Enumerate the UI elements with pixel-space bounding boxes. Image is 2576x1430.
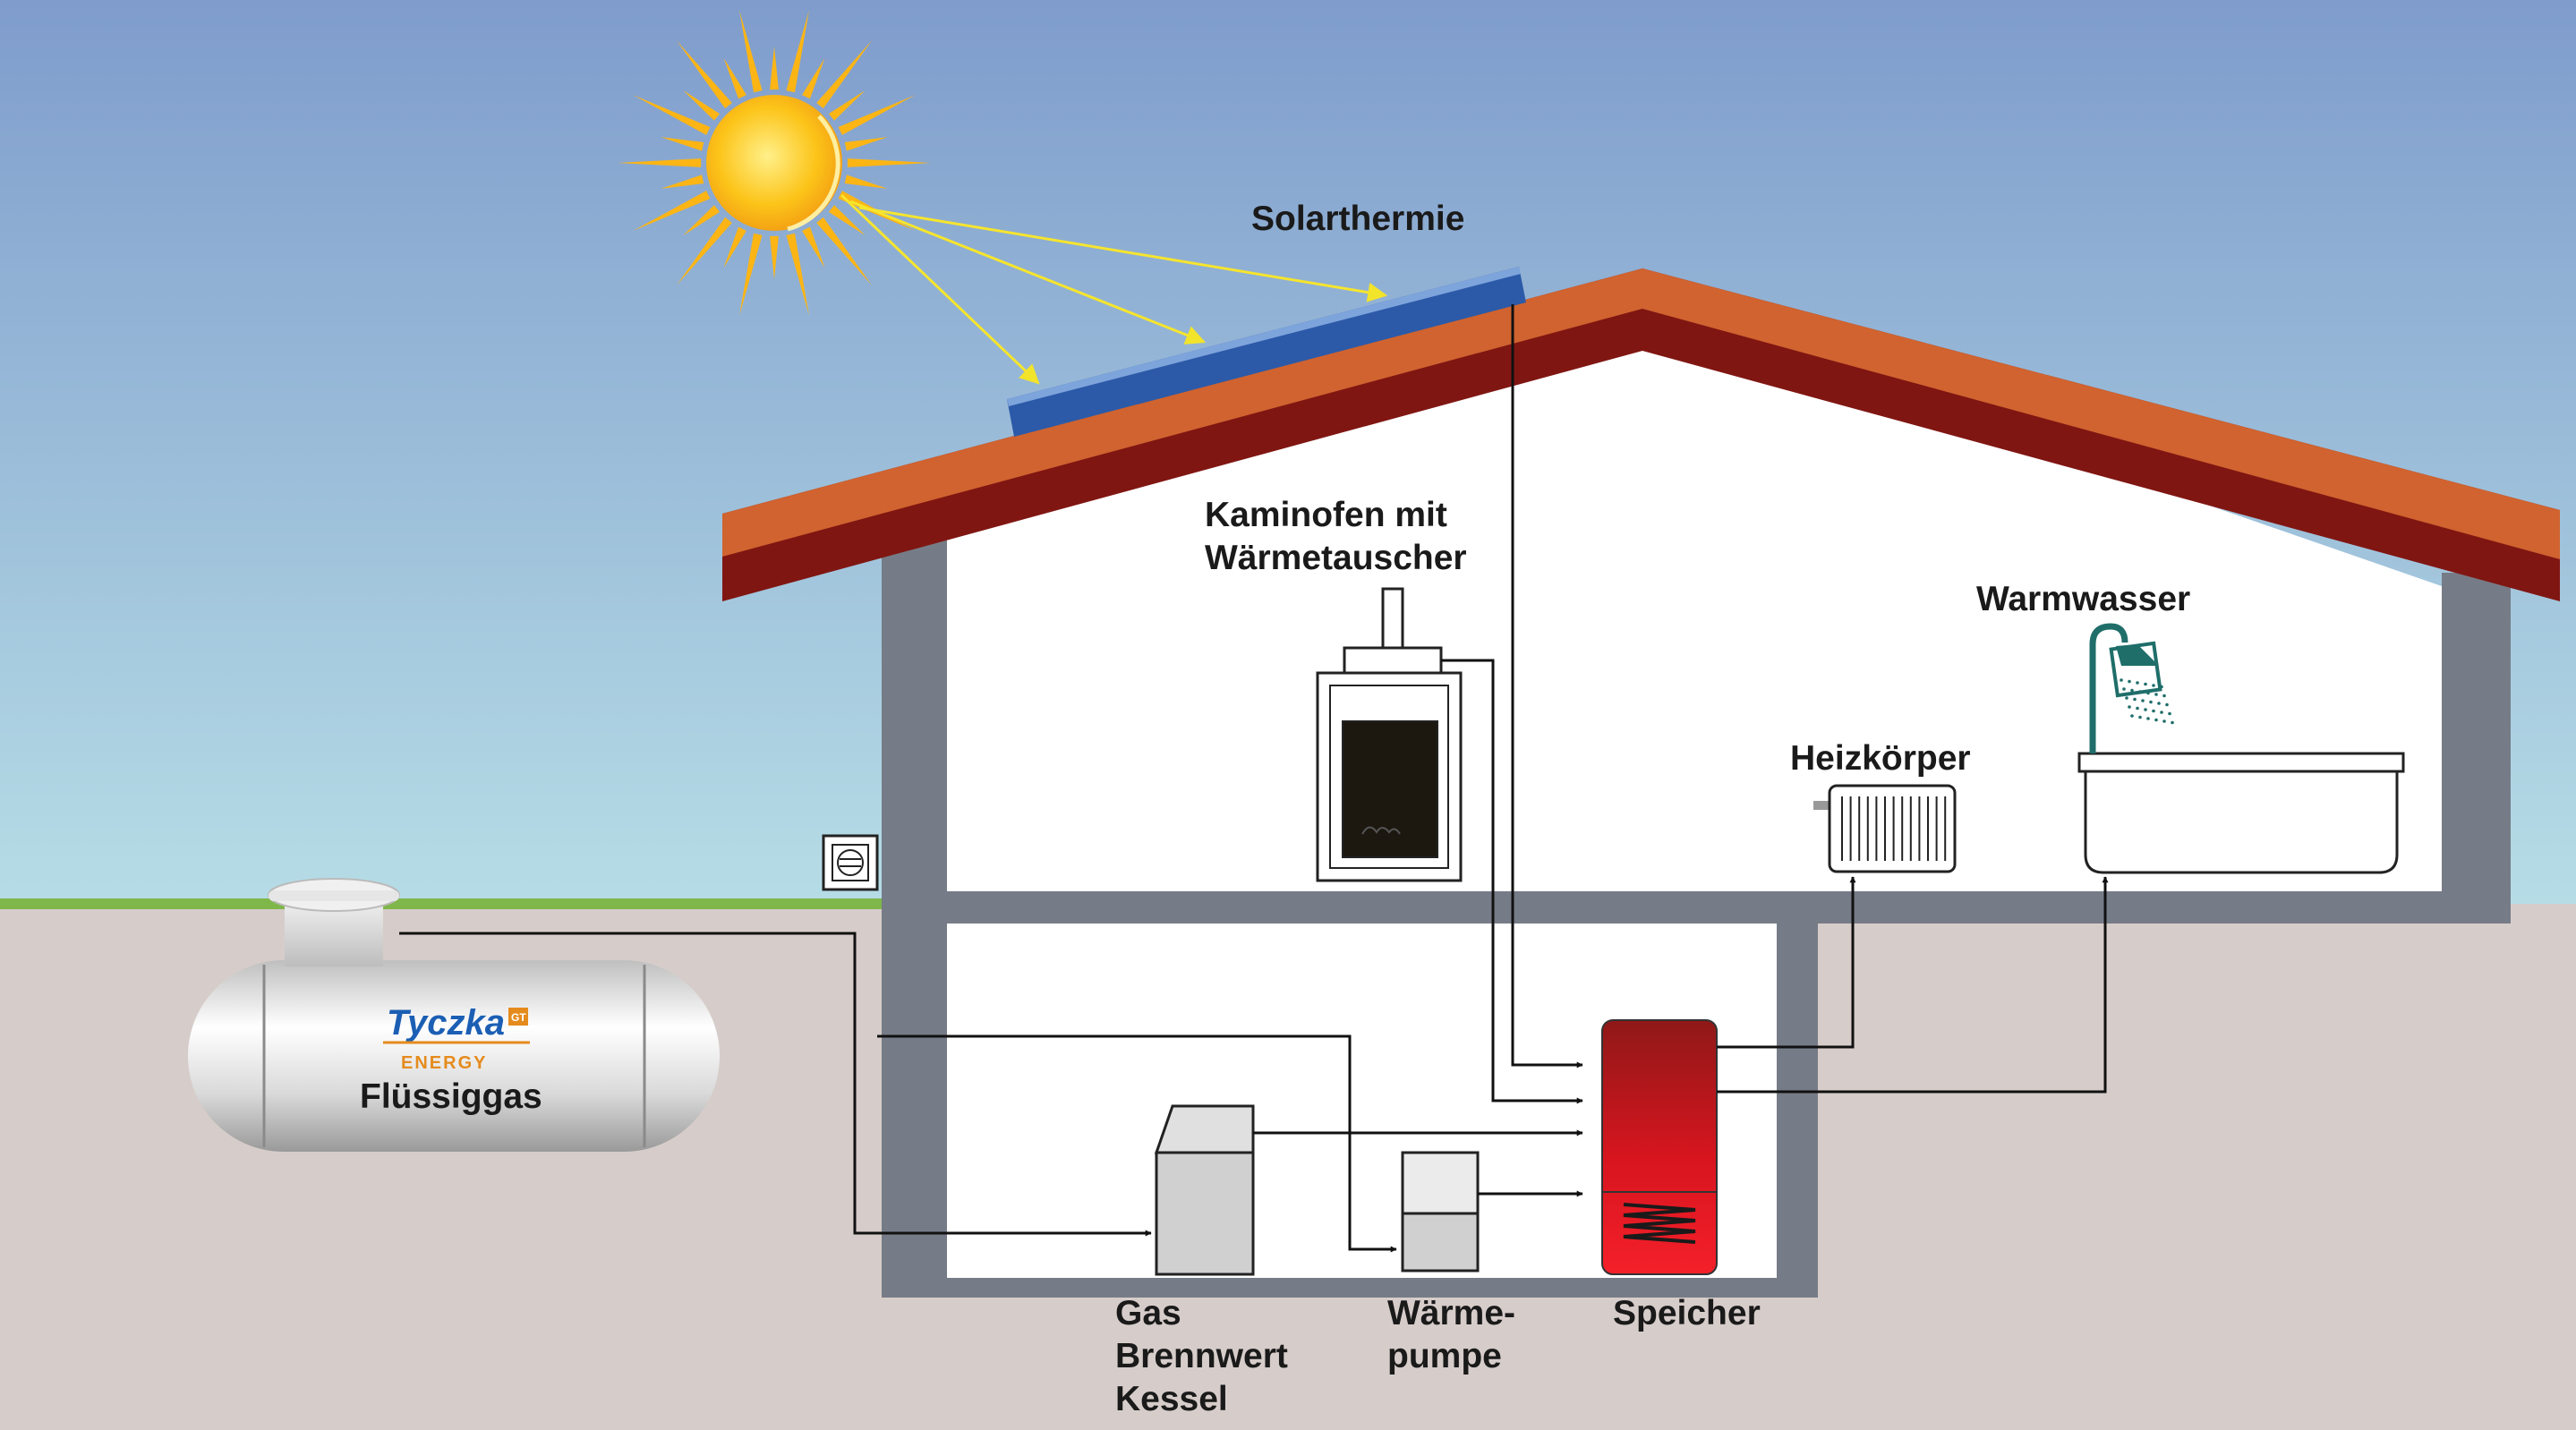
svg-text:GT: GT (511, 1011, 526, 1024)
fireplace-stove (1316, 587, 1463, 882)
label-storage: Speicher (1613, 1294, 1761, 1332)
labels: Solarthermie Kaminofen mit Wärmetauscher… (360, 200, 2190, 1418)
shower-head-icon (2089, 623, 2174, 753)
svg-text:ENERGY: ENERGY (401, 1053, 487, 1073)
label-stove-2: Wärmetauscher (1205, 539, 1467, 577)
tyczka-logo: Tyczka GT ENERGY (383, 1003, 530, 1073)
lpg-tank (188, 878, 720, 1152)
bathtub (2077, 752, 2405, 874)
storage-tank (1601, 1019, 1718, 1275)
gas-boiler (1154, 1104, 1255, 1276)
sun (618, 10, 931, 316)
label-radiator: Heizkörper (1790, 739, 1971, 778)
sun-beams (840, 193, 1388, 385)
label-heat-pump-1: Wärme- (1387, 1294, 1515, 1332)
label-solar: Solarthermie (1251, 200, 1464, 238)
house-walls (882, 514, 2511, 1298)
label-hot-water: Warmwasser (1976, 580, 2190, 618)
label-boiler-1: Gas (1115, 1294, 1181, 1332)
solar-panel (1007, 267, 1526, 437)
label-heat-pump-2: pumpe (1387, 1337, 1502, 1375)
wall-vent-icon (822, 834, 879, 891)
label-boiler-3: Kessel (1115, 1380, 1228, 1418)
label-tank: Flüssiggas (360, 1077, 542, 1116)
label-boiler-2: Brennwert (1115, 1337, 1288, 1375)
radiator (1813, 784, 1957, 873)
label-stove-1: Kaminofen mit (1205, 496, 1447, 534)
pipes (399, 304, 2109, 1253)
roof (722, 268, 2560, 601)
heat-pump (1401, 1151, 1480, 1273)
grass-strip (0, 898, 886, 909)
svg-text:Tyczka: Tyczka (387, 1003, 505, 1043)
